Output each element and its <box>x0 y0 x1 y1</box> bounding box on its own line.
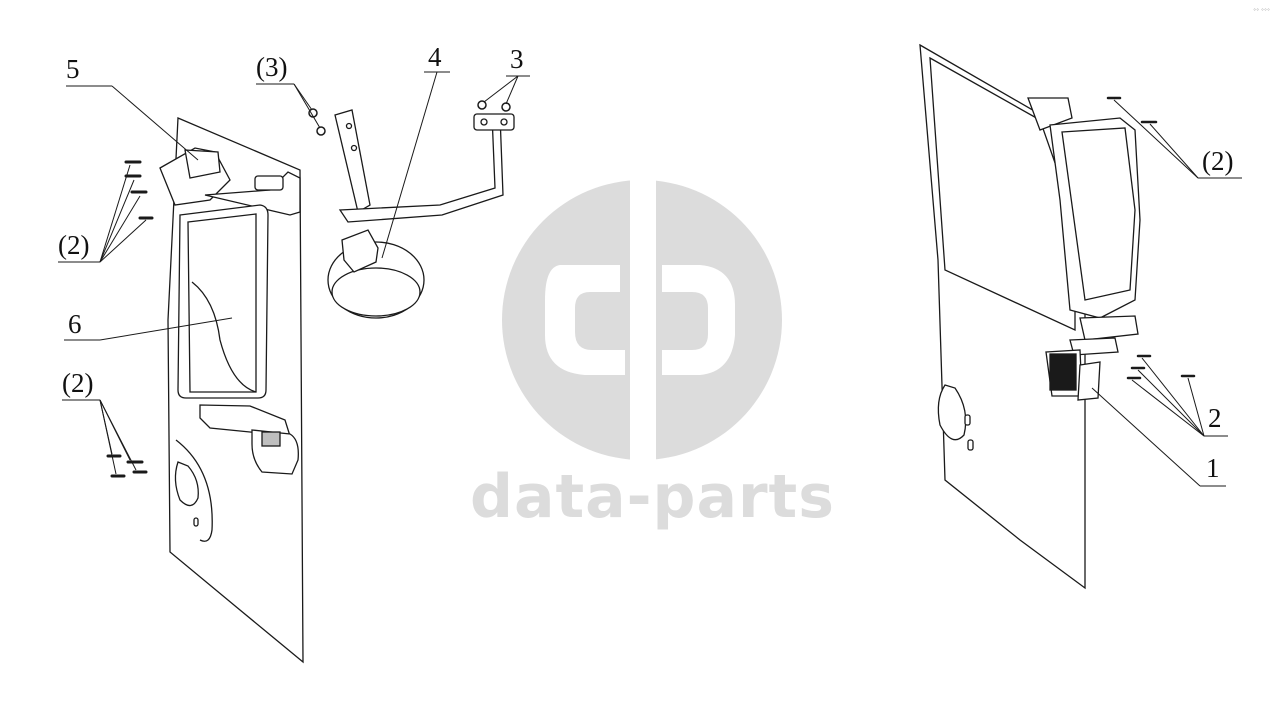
right-mirror-assembly <box>1027 97 1141 401</box>
center-nuts <box>308 100 511 136</box>
callout-2-left-upper: (2) <box>58 230 90 260</box>
leader-lines <box>58 71 1242 487</box>
corner-mark: °° °°° <box>1253 8 1270 15</box>
left-bolts-lower <box>106 454 148 478</box>
callout-6: 6 <box>68 309 82 339</box>
callout-5: 5 <box>66 54 80 84</box>
callout-2-right-paren: (2) <box>1202 146 1234 176</box>
callout-3-paren: (3) <box>256 52 288 82</box>
callout-2-right: 2 <box>1208 403 1222 433</box>
watermark-logo <box>502 160 782 460</box>
callout-4: 4 <box>428 42 442 72</box>
wide-angle-mirror <box>327 109 515 319</box>
callout-3: 3 <box>510 44 524 74</box>
right-bolts-upper <box>1106 96 1158 124</box>
callout-2-left-lower: (2) <box>62 368 94 398</box>
right-bolts-lower <box>1126 354 1196 380</box>
callout-1: 1 <box>1206 453 1220 483</box>
left-mirror-assembly <box>159 147 301 475</box>
left-bolts-upper <box>124 160 154 220</box>
watermark-text: data-parts <box>470 462 835 532</box>
